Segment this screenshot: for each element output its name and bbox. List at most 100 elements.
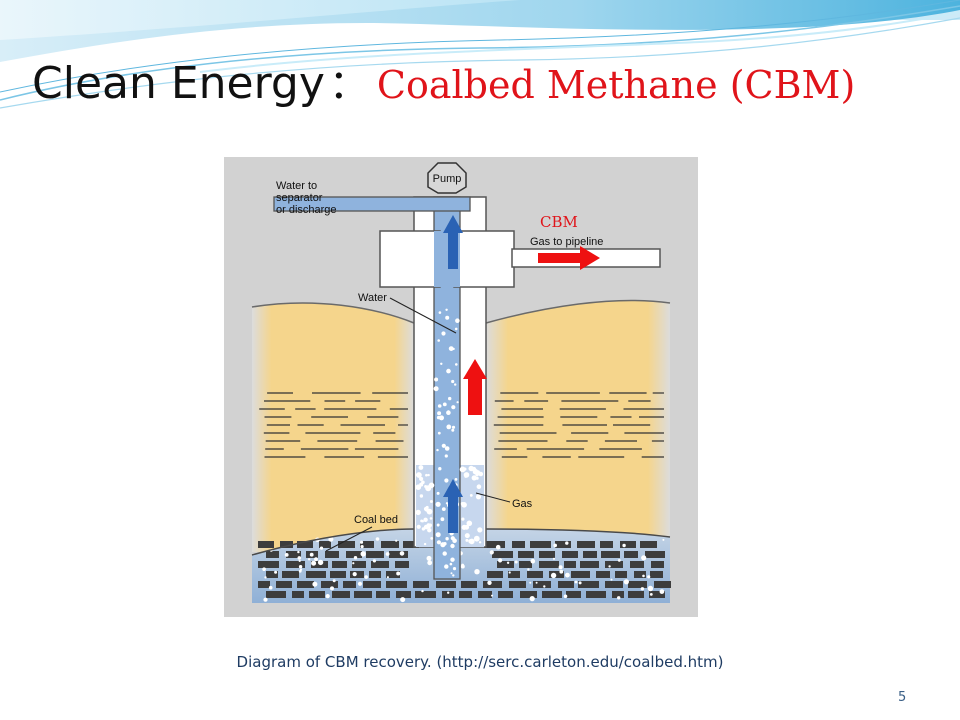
gas-bubble [441, 443, 446, 448]
gas-bubble [268, 585, 273, 590]
coal-block [280, 541, 293, 548]
gas-bubble [385, 552, 390, 556]
gas-bubble [437, 411, 442, 416]
coal-block [580, 561, 599, 568]
gas-bubble [284, 553, 289, 557]
gas-bubble [477, 527, 483, 533]
coal-block [371, 561, 389, 568]
gas-bubble [489, 550, 494, 555]
coal-block [649, 591, 665, 598]
coal-block [396, 591, 411, 598]
gas-bubble [446, 368, 451, 374]
gas-bubble [498, 558, 503, 563]
coal-block [605, 561, 623, 568]
coal-block [332, 591, 350, 598]
gas-bubble [352, 562, 355, 565]
gas-bubble [622, 543, 626, 548]
gas-bubble [297, 556, 302, 560]
gas-bubble [436, 415, 441, 420]
gas-bubble [535, 581, 538, 584]
gas-bubble [386, 576, 389, 579]
gas-bubble [416, 472, 422, 478]
coal-block [258, 581, 270, 588]
gas-bubble [438, 467, 442, 471]
gas-bubble [454, 327, 458, 331]
gas-bubble [298, 559, 301, 562]
gas-bubble [444, 446, 450, 451]
coal-block [645, 551, 665, 558]
gas-bubble [433, 386, 439, 392]
coal-block [442, 591, 454, 598]
coal-block [325, 551, 339, 558]
coal-block [266, 591, 286, 598]
gas-bubble [416, 524, 421, 529]
coal-block [297, 581, 314, 588]
coal-block [533, 581, 551, 588]
gas-bubble [476, 484, 482, 490]
coal-block [498, 591, 513, 598]
gas-bubble [647, 575, 651, 579]
coal-block [651, 561, 664, 568]
gas-bubble [263, 597, 268, 602]
coal-block [343, 581, 356, 588]
gas-bubble [415, 484, 422, 491]
gas-bubble [450, 543, 455, 549]
gas-bubble [608, 565, 611, 568]
coal-block [487, 571, 503, 578]
gas-label: Gas [512, 498, 533, 510]
coal-block [354, 591, 372, 598]
coal-block [654, 581, 671, 588]
gas-bubble [434, 377, 439, 382]
gas-bubble [471, 475, 477, 481]
coal-block [605, 581, 623, 588]
gas-bubble [574, 580, 578, 584]
red-arrow-right [538, 246, 600, 270]
gas-bubble [455, 318, 460, 323]
coal-block [566, 591, 581, 598]
gas-bubble [357, 581, 363, 586]
gas-bubble [468, 539, 473, 544]
water-label: Water [358, 292, 387, 304]
gas-bubble [475, 476, 479, 480]
coal-block [395, 561, 409, 568]
coal-block [459, 591, 472, 598]
gas-bubble [428, 482, 435, 489]
gas-bubble [317, 559, 324, 566]
gas-bubble [565, 572, 570, 578]
gas-bubble [438, 311, 442, 314]
gas-bubble [423, 506, 429, 512]
gas-bubble [435, 501, 441, 507]
blue-arrow-bottom [443, 479, 463, 533]
gas-bubble [419, 494, 424, 498]
coal-block [596, 571, 610, 578]
gas-bubble [297, 550, 300, 554]
coal-block [586, 591, 606, 598]
coal-block [321, 581, 338, 588]
gas-bubble [647, 585, 654, 592]
gas-bubble [441, 507, 446, 511]
gas-bubble [446, 424, 452, 430]
gas-bubble [436, 523, 440, 527]
gas-bubble [311, 560, 317, 566]
page-number: 5 [898, 690, 907, 705]
pump-icon [427, 162, 467, 194]
coal-block [276, 581, 292, 588]
gas-bubble [359, 540, 364, 544]
coal-block [330, 571, 346, 578]
coal-block [492, 551, 513, 558]
gas-bubble [445, 537, 449, 541]
coal-block [350, 571, 364, 578]
coal-block [338, 541, 355, 548]
water-discharge-label-3: or discharge [276, 204, 337, 216]
cbm-label: CBM [540, 213, 578, 231]
gas-bubble [461, 502, 467, 508]
coal-block [628, 581, 647, 588]
gas-bubble [461, 517, 465, 521]
gas-bubble [465, 538, 469, 542]
water-discharge-pipe [273, 196, 471, 212]
gas-bubble [445, 308, 448, 311]
gas-bubble [543, 585, 546, 588]
gas-bubble [436, 491, 440, 495]
coal-block [484, 541, 505, 548]
gas-bubble [450, 572, 453, 575]
